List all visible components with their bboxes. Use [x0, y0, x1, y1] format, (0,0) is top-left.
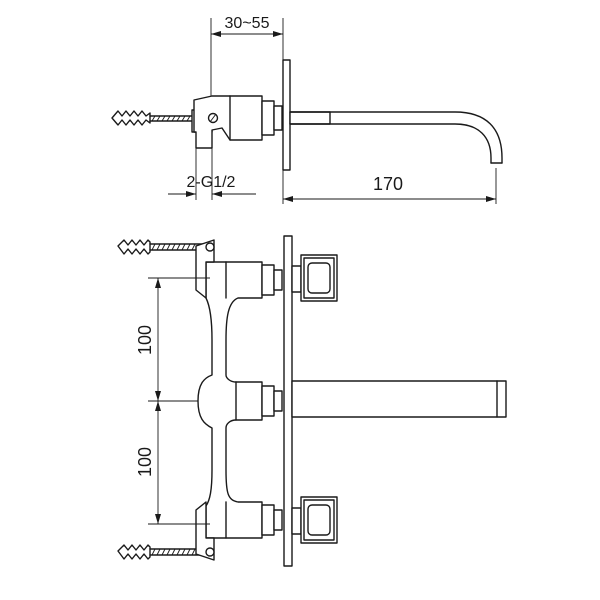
dimension-spout-reach: 170: [282, 168, 497, 204]
side-spout: [289, 111, 503, 164]
wall-depth-label: 30~55: [225, 15, 270, 32]
connection-label: 2-G1/2: [187, 174, 236, 191]
dimension-wall-depth: 30~55: [210, 15, 284, 96]
front-view: 100 100: [117, 235, 507, 567]
front-handle-upper: [291, 254, 338, 302]
front-spout: [291, 380, 507, 418]
front-handle-lower: [291, 496, 338, 544]
front-anchor-screw-upper: [117, 239, 205, 255]
dimension-connection: 2-G1/2: [168, 148, 256, 200]
spacing-lower-label: 100: [135, 447, 155, 477]
front-wall-plate: [283, 235, 293, 567]
front-valve-body: [195, 239, 283, 561]
dimension-spacing: 100 100: [135, 277, 210, 525]
side-anchor-screw: [111, 110, 199, 126]
side-wall-plate: [282, 59, 291, 171]
spout-reach-label: 170: [373, 174, 403, 194]
side-valve-body: [191, 95, 283, 149]
front-anchor-screw-lower: [117, 544, 205, 560]
side-view: 30~55 2-G1/2 170: [111, 15, 503, 204]
spacing-upper-label: 100: [135, 325, 155, 355]
